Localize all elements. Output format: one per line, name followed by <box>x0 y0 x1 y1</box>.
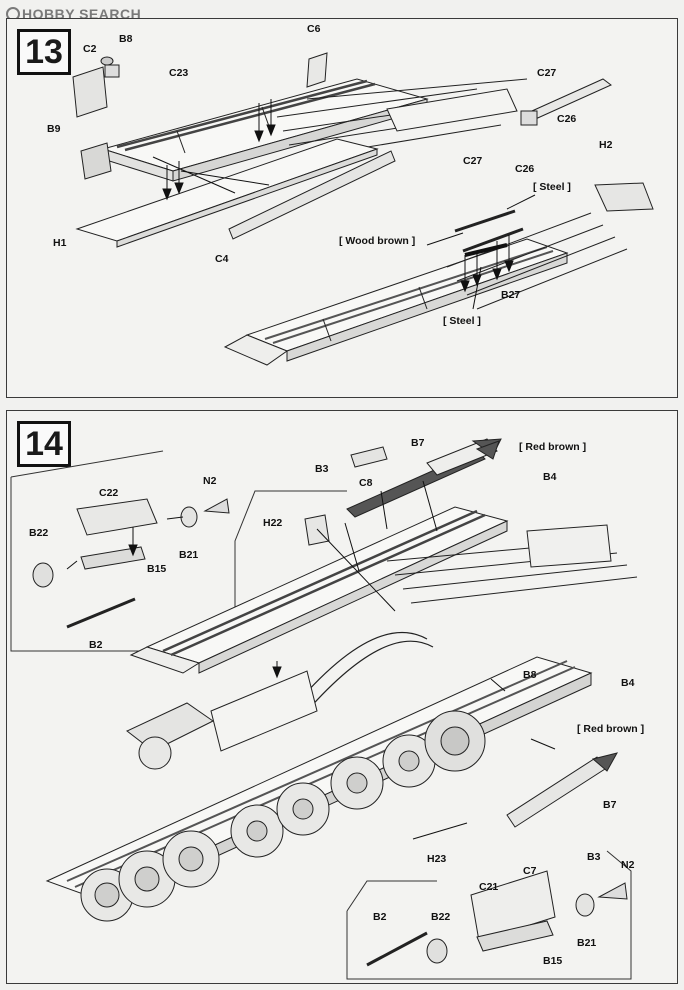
crossbars-c26-c27 <box>454 209 524 257</box>
label-b4-right: B4 <box>621 677 635 689</box>
step-14-panel: 14 <box>6 410 678 984</box>
inset-bottom <box>346 850 632 980</box>
inset-top-left <box>10 450 347 652</box>
upper-deck-assembly <box>101 78 528 182</box>
b15-tray-bottom <box>476 920 554 952</box>
b21-cap-inset <box>180 506 198 528</box>
c4-side-rail <box>228 150 396 240</box>
b22-cap-inset <box>32 562 54 588</box>
arc-line-2 <box>306 640 434 712</box>
label-c22: C22 <box>99 487 119 499</box>
lower-main-deck <box>223 212 628 366</box>
label-b7-top: B7 <box>411 437 425 449</box>
label-b27: B27 <box>501 289 521 301</box>
b22-cap-bottom <box>426 938 448 964</box>
c22-cover <box>76 498 158 536</box>
label-c26-mid: C26 <box>515 163 535 175</box>
arc-line-1 <box>296 631 428 704</box>
step-13-drawing <box>72 52 654 366</box>
label-b22-inset: B22 <box>29 527 49 539</box>
step-14-arrows <box>66 480 556 840</box>
label-c27-mid: C27 <box>463 155 483 167</box>
label-h23: H23 <box>427 853 447 865</box>
label-c23: C23 <box>169 67 189 79</box>
b15-tray-inset <box>80 546 146 570</box>
label-h1: H1 <box>53 237 67 249</box>
label-c8: C8 <box>359 477 373 489</box>
note-steel-b: [ Steel ] <box>443 315 481 327</box>
b2-rod-bottom <box>366 931 428 967</box>
label-b2-inset: B2 <box>89 639 103 651</box>
label-b9: B9 <box>47 123 61 135</box>
h22-part <box>304 514 330 546</box>
label-c7: C7 <box>523 865 537 877</box>
step-13-number: 13 <box>17 29 71 75</box>
label-b3-bottom: B3 <box>587 851 601 863</box>
label-n2-inset: N2 <box>203 475 217 487</box>
label-c21: C21 <box>479 881 499 893</box>
step-13-lower-arrows <box>426 194 536 310</box>
label-c2: C2 <box>83 43 97 55</box>
label-b4-top: B4 <box>543 471 557 483</box>
label-b15-bottom: B15 <box>543 955 563 967</box>
label-c6: C6 <box>307 23 321 35</box>
note-red-brown-top: [ Red brown ] <box>519 441 587 453</box>
upper-main-deck <box>129 506 638 674</box>
lower-chassis-assembly <box>45 440 618 922</box>
label-h22: H22 <box>263 517 283 529</box>
label-c26-top: C26 <box>557 113 577 125</box>
n2-part-inset <box>203 498 230 514</box>
label-b8: B8 <box>119 33 133 45</box>
label-b3-top: B3 <box>315 463 329 475</box>
label-c4: C4 <box>215 253 229 265</box>
step-13-arrows <box>152 99 276 201</box>
b21-cap-bottom <box>575 893 595 917</box>
note-steel-a: [ Steel ] <box>533 181 571 193</box>
note-wood-brown: [ Wood brown ] <box>339 235 416 247</box>
label-b7-right: B7 <box>603 799 617 811</box>
step-14-number: 14 <box>17 421 71 467</box>
note-red-brown-right: [ Red brown ] <box>577 723 645 735</box>
b2-rod-inset <box>66 597 136 629</box>
step-14-drawing <box>10 438 638 980</box>
axle-shaft-c26 <box>520 78 612 126</box>
label-b8: B8 <box>523 669 537 681</box>
label-b21-bottom: B21 <box>577 937 597 949</box>
n2-part-bottom <box>597 882 628 900</box>
label-b21-inset: B21 <box>179 549 199 561</box>
label-h2: H2 <box>599 139 613 151</box>
label-c27-top: C27 <box>537 67 557 79</box>
label-b15-inset: B15 <box>147 563 167 575</box>
label-n2-bottom: N2 <box>621 859 635 871</box>
step-13-panel: 13 <box>6 18 678 398</box>
c6-part <box>306 52 328 88</box>
label-b22-bottom: B22 <box>431 911 451 923</box>
label-b2-bottom: B2 <box>373 911 387 923</box>
c2-bracket <box>72 56 120 180</box>
h2-part <box>594 182 654 212</box>
